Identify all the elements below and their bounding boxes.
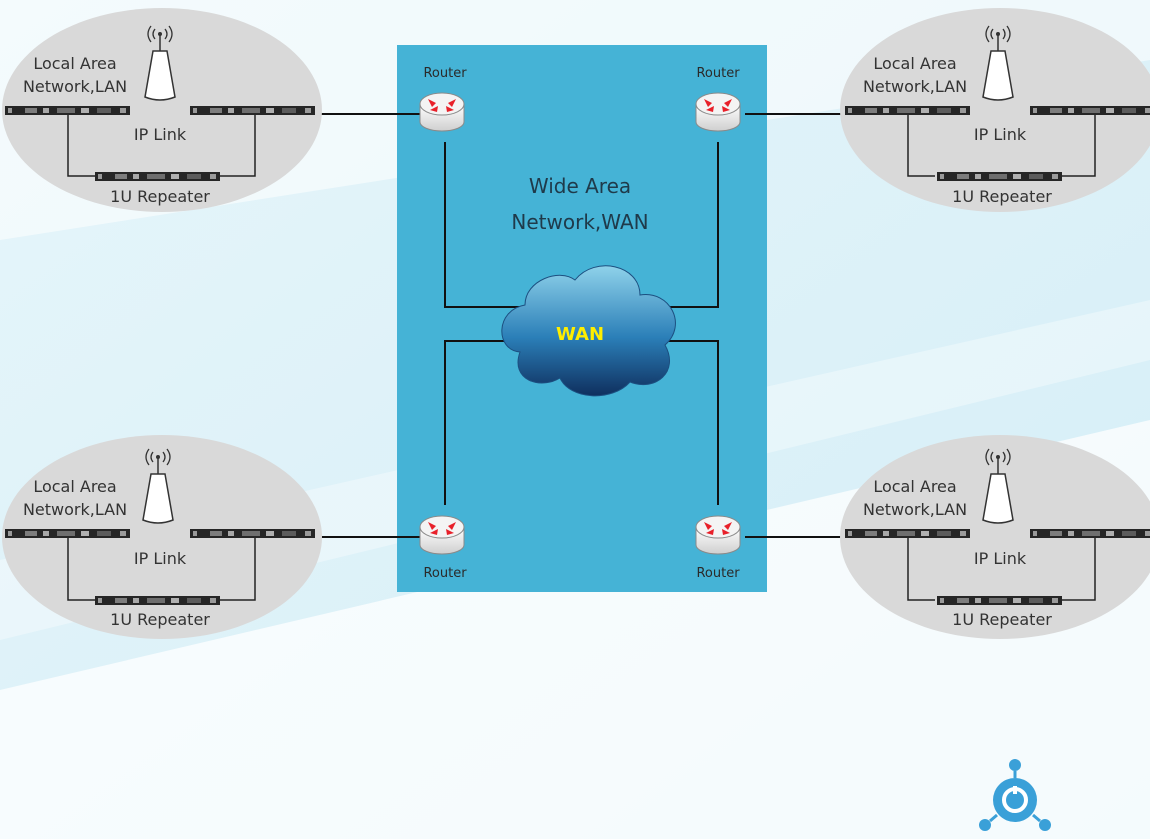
lan-label-line2: Network,LAN: [863, 77, 967, 96]
lan-label-line1: Local Area: [33, 477, 116, 496]
router-bottom-left: Router: [419, 515, 467, 581]
router-icon: [419, 515, 465, 555]
ip-link-label: IP Link: [134, 125, 187, 144]
lan-label-line1: Local Area: [33, 54, 116, 73]
rack-unit-icon: [845, 106, 970, 115]
wan-title-line2: Network,WAN: [511, 210, 648, 234]
router-top-right: Router: [695, 66, 741, 132]
router-icon: [419, 92, 465, 132]
rack-unit-icon: [1030, 529, 1150, 538]
router-label: Router: [696, 66, 740, 81]
rack-unit-icon: [95, 172, 220, 181]
lan-top-right: Local Area Network,LAN IP Link 1U Repeat…: [840, 8, 1150, 212]
rack-unit-icon: [937, 172, 1062, 181]
rack-unit-icon: [190, 106, 315, 115]
rack-unit-icon: [937, 596, 1062, 605]
ip-link-label: IP Link: [134, 549, 187, 568]
router-top-left: Router: [419, 66, 467, 132]
lan-ellipse: [2, 8, 322, 212]
lan-bottom-right: Local Area Network,LAN IP Link 1U Repeat…: [840, 435, 1150, 639]
router-icon: [695, 92, 741, 132]
wan-cloud-icon: [501, 265, 676, 397]
rack-unit-icon: [1030, 106, 1150, 115]
lan-label-line1: Local Area: [873, 54, 956, 73]
rack-unit-icon: [95, 596, 220, 605]
router-label: Router: [423, 566, 467, 581]
wan-cloud-label: WAN: [556, 324, 604, 345]
repeater-label: 1U Repeater: [952, 610, 1052, 629]
wan-title-line1: Wide Area: [529, 174, 631, 198]
ip-link-label: IP Link: [974, 125, 1027, 144]
rack-unit-icon: [845, 529, 970, 538]
lan-label-line2: Network,LAN: [863, 500, 967, 519]
brand-logo-icon: [979, 759, 1051, 831]
lan-label-line1: Local Area: [873, 477, 956, 496]
lan-ellipse: [2, 435, 322, 639]
lan-uplinks: [318, 113, 842, 538]
rack-unit-icon: [5, 106, 130, 115]
ip-link-label: IP Link: [974, 549, 1027, 568]
lan-ellipse: [840, 8, 1150, 212]
lan-ellipse: [840, 435, 1150, 639]
rack-unit-icon: [5, 529, 130, 538]
router-label: Router: [423, 66, 467, 81]
repeater-label: 1U Repeater: [110, 610, 210, 629]
lan-label-line2: Network,LAN: [23, 77, 127, 96]
rack-unit-icon: [190, 529, 315, 538]
repeater-label: 1U Repeater: [110, 187, 210, 206]
router-bottom-right: Router: [695, 515, 741, 581]
router-label: Router: [696, 566, 740, 581]
lan-top-left: Local Area Network,LAN IP Link 1U Repeat…: [2, 8, 322, 212]
router-icon: [695, 515, 741, 555]
repeater-label: 1U Repeater: [952, 187, 1052, 206]
lan-bottom-left: Local Area Network,LAN IP Link 1U Repeat…: [2, 435, 322, 639]
lan-label-line2: Network,LAN: [23, 500, 127, 519]
